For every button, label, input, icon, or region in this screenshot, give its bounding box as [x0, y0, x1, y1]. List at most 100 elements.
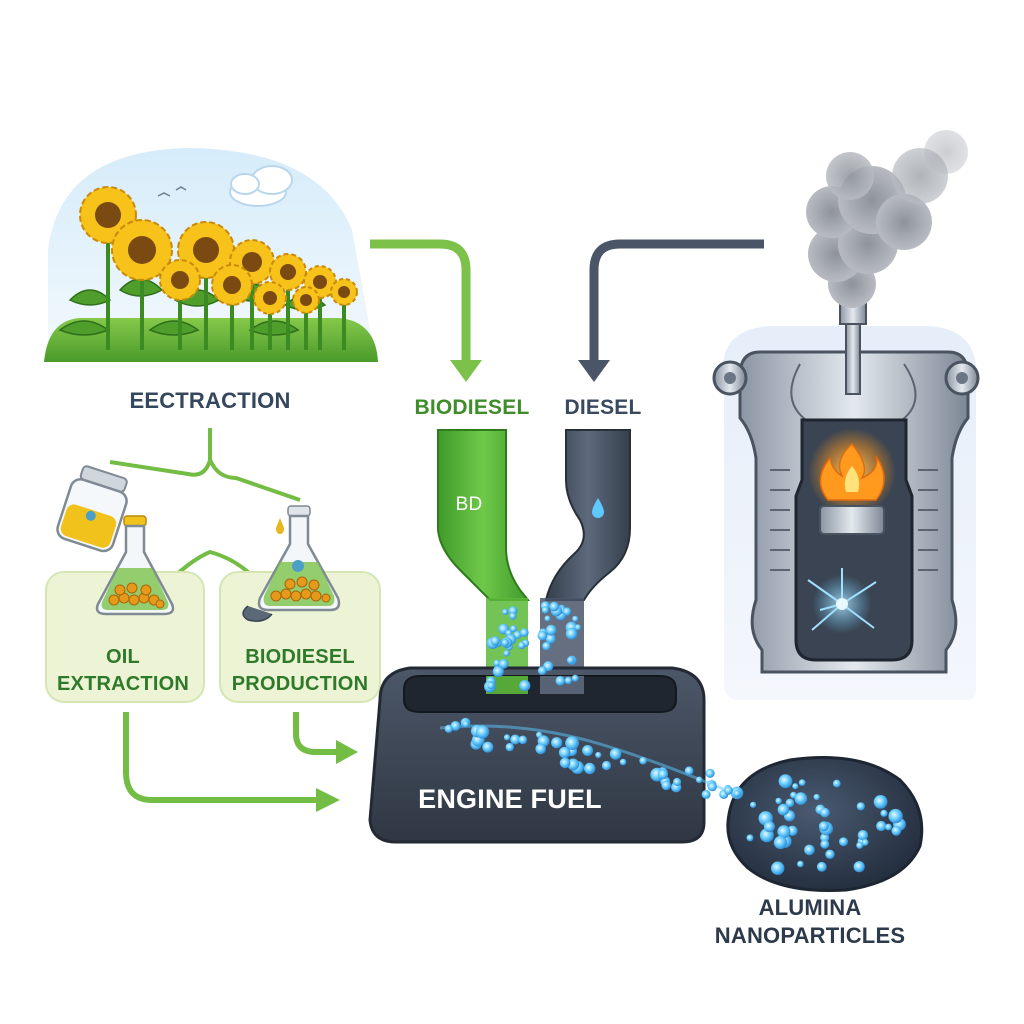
nanoparticle — [537, 630, 548, 641]
nanoparticle — [707, 782, 717, 792]
nanoparticle — [839, 837, 848, 847]
drop-icon — [592, 498, 604, 518]
oil-jar-icon — [56, 465, 128, 553]
nanoparticle — [750, 801, 757, 808]
nanoparticle — [595, 751, 602, 759]
return-arrow — [123, 712, 338, 803]
nanoparticle — [775, 797, 782, 805]
nanoparticle — [857, 830, 869, 841]
nanoparticle — [813, 793, 820, 801]
nanoparticle — [462, 720, 470, 728]
nanoparticle — [856, 841, 864, 849]
nanoparticle — [661, 780, 671, 791]
nanoparticle — [792, 783, 799, 790]
alumina-nanoparticles-label: ALUMINA NANOPARTICLES — [690, 894, 930, 950]
oil-extraction-line2: EXTRACTION — [57, 673, 189, 695]
nanoparticle — [695, 776, 703, 784]
nanoparticle — [888, 808, 903, 824]
nanoparticle — [885, 823, 892, 831]
nanoparticle — [544, 615, 551, 622]
nanoparticle — [510, 734, 521, 745]
biodiesel-production-label: BIODIESEL PRODUCTION — [222, 644, 378, 698]
nanoparticle — [517, 641, 526, 650]
nanoparticle — [876, 820, 887, 832]
nanoparticle — [487, 681, 495, 690]
nanoparticle — [559, 757, 571, 769]
nanoparticle — [619, 758, 627, 766]
nanoparticle — [535, 743, 546, 755]
nanoparticle — [797, 860, 804, 868]
nanoparticle — [542, 641, 551, 651]
oil-extraction-line1: OIL — [106, 646, 140, 668]
nanoparticle — [785, 798, 795, 808]
biodiesel-arrow — [370, 239, 471, 362]
nanoparticle — [444, 724, 453, 733]
nanoparticle — [541, 606, 549, 614]
nanoparticle — [820, 807, 830, 818]
alumina-line1: ALUMINA — [758, 895, 862, 920]
nanoparticle — [818, 821, 829, 832]
nanoparticle — [777, 825, 791, 839]
nanoparticle — [558, 746, 571, 759]
nanoparticle — [778, 774, 793, 789]
nanoparticle — [804, 844, 815, 856]
nanoparticle — [503, 734, 511, 741]
nanoparticle — [571, 674, 579, 682]
nanoparticle — [684, 766, 694, 776]
nanoparticle — [763, 821, 775, 833]
nanoparticle — [853, 861, 865, 873]
engine-fuel-label: ENGINE FUEL — [418, 784, 602, 814]
cloud-icon — [229, 165, 293, 207]
nanoparticle — [519, 680, 531, 692]
nanoparticle — [555, 676, 566, 686]
bd-badge: BD — [455, 494, 483, 515]
nanoparticle — [505, 742, 514, 752]
nanoparticle — [498, 659, 509, 669]
biodiesel-arrowhead — [450, 360, 482, 382]
sunflower-field — [44, 148, 378, 362]
diesel-arrowhead — [578, 360, 610, 382]
nanoparticle — [584, 762, 596, 775]
nanoparticle — [510, 625, 517, 633]
nanoparticle — [701, 789, 711, 799]
nanoparticle — [891, 825, 902, 836]
nanoparticle — [794, 792, 808, 805]
nanoparticle — [825, 849, 835, 859]
nanoparticle — [733, 789, 741, 798]
diesel-arrow — [589, 239, 764, 362]
nanoparticle — [705, 768, 715, 778]
biodiesel-production-line2: PRODUCTION — [231, 673, 369, 695]
nanoparticle — [773, 835, 788, 850]
nanoparticle — [639, 756, 647, 765]
nanoparticle — [450, 721, 461, 731]
nanoparticle — [832, 779, 841, 788]
biodiesel-production-line1: BIODIESEL — [245, 646, 355, 668]
flask-icon — [95, 515, 175, 616]
nanoparticle — [771, 861, 785, 875]
nanoparticle — [551, 737, 563, 749]
nanoparticle — [564, 676, 573, 685]
nanoparticle — [482, 741, 494, 753]
nanoparticle — [572, 615, 579, 622]
nanoparticle — [777, 803, 790, 816]
nanoparticle — [816, 861, 827, 872]
nanoparticle — [537, 666, 547, 675]
fuel-tank — [368, 666, 706, 844]
smoke-icon — [806, 130, 968, 308]
nanoparticle — [509, 612, 517, 620]
nanoparticle — [673, 777, 682, 787]
nanoparticle — [493, 659, 501, 667]
nanoparticle — [567, 758, 580, 771]
nanoparticle — [880, 809, 888, 817]
nanoparticle — [798, 779, 806, 786]
nanoparticle — [475, 725, 490, 739]
nanoparticle — [549, 601, 559, 612]
nanoparticle — [503, 650, 510, 657]
nanoparticle — [820, 833, 830, 843]
biodiesel-label: BIODIESEL — [414, 396, 530, 419]
nanoparticle — [574, 624, 582, 631]
nanoparticle — [609, 748, 622, 760]
nanoparticle — [492, 665, 504, 678]
alumina-line2: NANOPARTICLES — [714, 923, 906, 948]
